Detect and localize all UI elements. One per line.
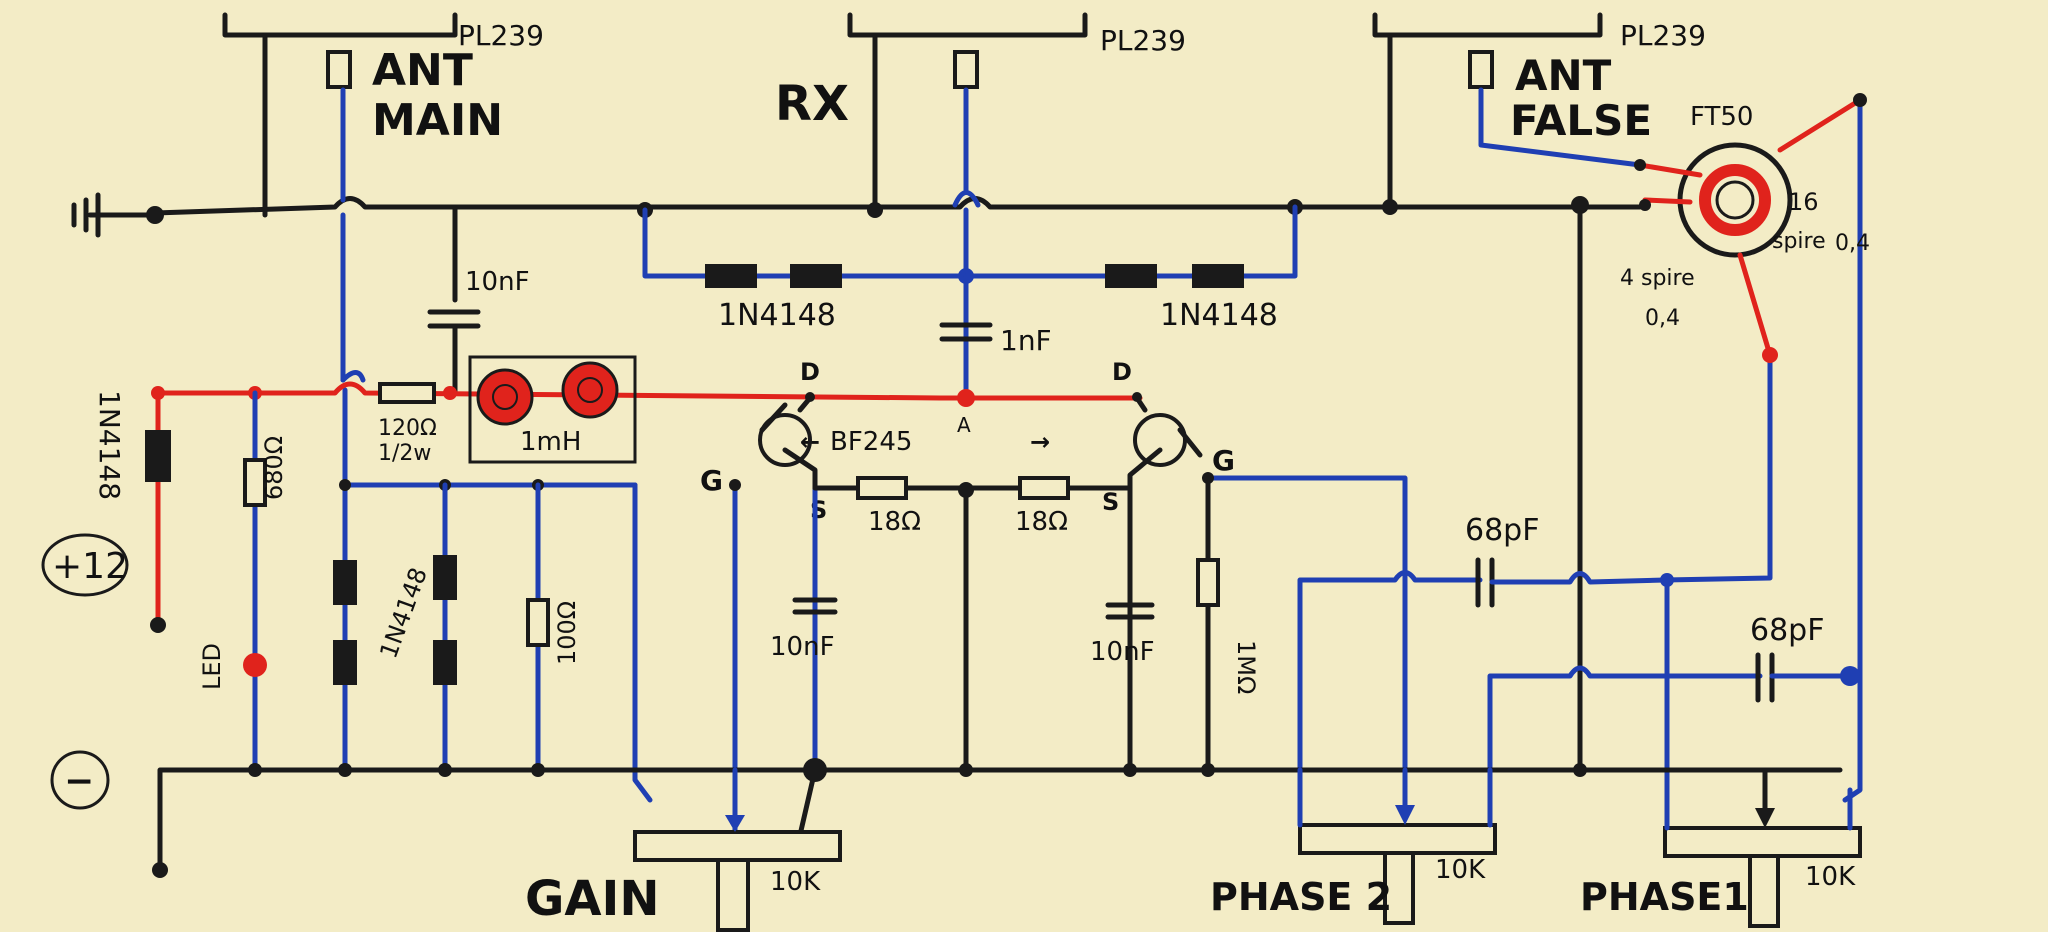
power-rail-red: 1N4148 120Ω 1/2w 1mH (93, 355, 1143, 633)
fet-right-s: S (1102, 488, 1119, 516)
res-120-label: 120Ω (378, 416, 437, 441)
diode-pair-right-label: 1N4148 (1160, 298, 1278, 333)
cap-10nf-top-label: 10nF (465, 267, 530, 297)
cap-68pf-top-label: 68pF (1465, 513, 1539, 548)
toroid-secondary-unit: spire (1772, 229, 1826, 254)
res-1m-label: 1MΩ (1232, 640, 1260, 694)
rx-line (952, 87, 981, 398)
pot-phase1[interactable]: PHASE1 10K (1580, 767, 1862, 928)
fet-sub: A (957, 413, 971, 437)
led-branch: 680Ω LED (198, 390, 288, 773)
res-680-label: 680Ω (260, 436, 288, 500)
fet-label: BF245 (830, 427, 912, 457)
cap-source-right-label: 10nF (1090, 637, 1155, 667)
pot-gain-value: 10K (770, 867, 821, 897)
rx-name: RX (775, 76, 849, 132)
fet-right-g: G (1212, 444, 1235, 477)
toroid-core-label: FT50 (1690, 102, 1753, 132)
toroid-secondary-wire: 0,4 (1835, 231, 1870, 256)
ant-false-name-2: FALSE (1510, 96, 1652, 145)
pot-gain[interactable]: GAIN 10K (525, 767, 842, 932)
fet-amplifier: ← BF245 A → D G S 18Ω 18Ω D G S 10nF 10n… (700, 358, 1235, 833)
cap-1nf-label: 1nF (1000, 324, 1052, 357)
res-18-left-label: 18Ω (868, 507, 921, 537)
diode-pair-left-label: 1N4148 (718, 298, 836, 333)
gate-network: 1MΩ (1196, 472, 1408, 773)
fet-left-g: G (700, 464, 723, 497)
choke-label: 1mH (520, 427, 581, 457)
pot-phase2[interactable]: PHASE 2 10K (1210, 767, 1497, 925)
ant-false-line (1478, 87, 1643, 168)
cap-source-left-label: 10nF (770, 632, 835, 662)
res-120-power-label: 1/2w (378, 441, 431, 466)
diode-pair-left: 1N4148 (642, 207, 969, 333)
toroid-primary-turns: 4 spire (1620, 266, 1695, 291)
diode-pair-right: 1N4148 (963, 204, 1298, 333)
ant-main-type: PL239 (458, 19, 544, 52)
fet-right-d: D (1112, 358, 1132, 386)
connector-ant-main (222, 12, 458, 208)
toroid-transformer: FT50 16 spire 0,4 4 spire 0,4 (1620, 93, 1870, 363)
cap-68pf-bottom-label: 68pF (1750, 613, 1824, 648)
toroid-secondary-turns: 16 (1788, 188, 1819, 216)
rx-type: PL239 (1100, 24, 1186, 57)
connector-rx (847, 12, 1088, 208)
fet-right-arrow: → (1030, 428, 1050, 456)
power-minus: − (64, 761, 94, 802)
power-labels: +12 − (41, 533, 129, 810)
fet-left-d: D (800, 358, 820, 386)
power-plus: +12 (52, 546, 128, 587)
cap-10nf-top: 10nF (427, 267, 530, 396)
ant-false-type: PL239 (1620, 19, 1706, 52)
ant-main-name-1: ANT (372, 45, 473, 96)
led-label: LED (198, 643, 226, 690)
pot-phase1-label: PHASE1 (1580, 875, 1749, 919)
connector-ant-false (1372, 12, 1603, 208)
toroid-primary-wire: 0,4 (1645, 306, 1680, 331)
pot-phase2-label: PHASE 2 (1210, 875, 1392, 919)
connector-labels: PL239 ANT MAIN PL239 RX PL239 ANT FALSE (372, 19, 1706, 146)
diode-left-label: 1N4148 (93, 390, 126, 500)
left-protection-network: 1N4148 100Ω (333, 479, 653, 803)
ground-rail-bottom (152, 758, 1843, 878)
res-18-right-label: 18Ω (1015, 507, 1068, 537)
pot-phase2-value: 10K (1435, 855, 1486, 885)
ant-false-name-1: ANT (1515, 51, 1612, 100)
diode-vertical-label: 1N4148 (374, 564, 433, 662)
pot-phase1-value: 10K (1805, 862, 1856, 892)
pot-gain-label: GAIN (525, 871, 660, 927)
res-100-label: 100Ω (553, 601, 581, 665)
cap-1nf: 1nF (939, 322, 1052, 357)
ant-main-name-2: MAIN (372, 95, 503, 146)
